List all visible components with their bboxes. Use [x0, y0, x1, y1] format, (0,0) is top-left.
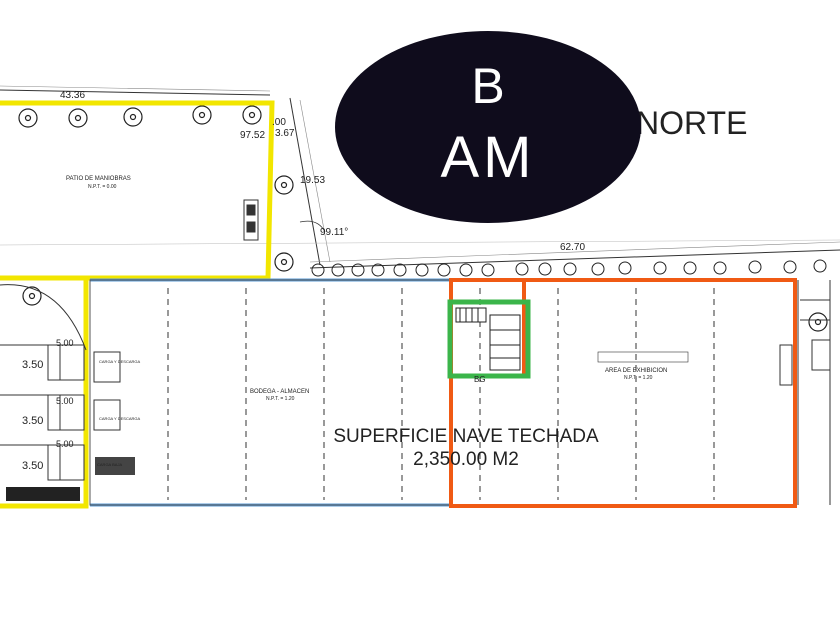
dim-w3: 5.00: [56, 439, 74, 449]
dim-dock3: 3.50: [22, 460, 43, 472]
logo-letter-b: B: [471, 58, 504, 114]
angle-arc: [299, 220, 326, 233]
label-carga1: CARGA Y DESCARGA: [99, 359, 141, 364]
dim-w2: 5.00: [56, 396, 74, 406]
dim-dock2: 3.50: [22, 415, 43, 427]
dim-top-left: 43.36: [60, 90, 85, 101]
dim-w1: 5.00: [56, 338, 74, 348]
north-label: NORTE: [636, 105, 747, 141]
striped-ramps: [6, 457, 135, 501]
label-bg: BG: [474, 375, 486, 384]
label-bodega: BODEGA - ALMACEN: [250, 389, 309, 395]
label-carga3: CARGA BAJA: [97, 462, 122, 467]
patio-equipment: [243, 199, 259, 241]
orange-zone-outline: [449, 278, 797, 508]
yellow-zone-outline: [0, 100, 275, 509]
label-patio-npt: N.P.T. = 0.00: [88, 184, 117, 190]
label-patio: PATIO DE MANIOBRAS: [66, 176, 131, 182]
dim-dock1: 3.50: [22, 359, 43, 371]
label-exhibicion-npt: N.P.T. = 1.20: [624, 375, 653, 381]
green-zone-outline: [447, 299, 531, 379]
trees-main-row: [311, 259, 827, 277]
dim-d3: 3.67: [275, 128, 295, 139]
label-exhibicion: AREA DE EXHIBICION: [605, 368, 667, 374]
dim-angle: 99.11°: [320, 227, 348, 238]
label-bodega-npt: N.P.T. = 1.20: [266, 396, 295, 402]
stairs: [455, 307, 521, 371]
property-lines: [0, 85, 840, 269]
loading-docks: [0, 284, 121, 481]
surface-title: SUPERFICIE NAVE TECHADA: [333, 426, 599, 447]
exhibition-label-box: [597, 351, 689, 363]
label-carga2: CARGA Y DESCARGA: [99, 416, 141, 421]
surface-area: 2,350.00 M2: [413, 449, 519, 470]
dim-d1: 97.52: [240, 130, 265, 141]
dim-d2: .00: [272, 117, 286, 128]
dim-d4: 19.53: [300, 175, 325, 186]
trees-top: [18, 105, 828, 332]
logo-letters-am: AM: [441, 125, 536, 190]
logo: B AM: [335, 31, 641, 223]
dim-main: 62.70: [560, 242, 585, 253]
